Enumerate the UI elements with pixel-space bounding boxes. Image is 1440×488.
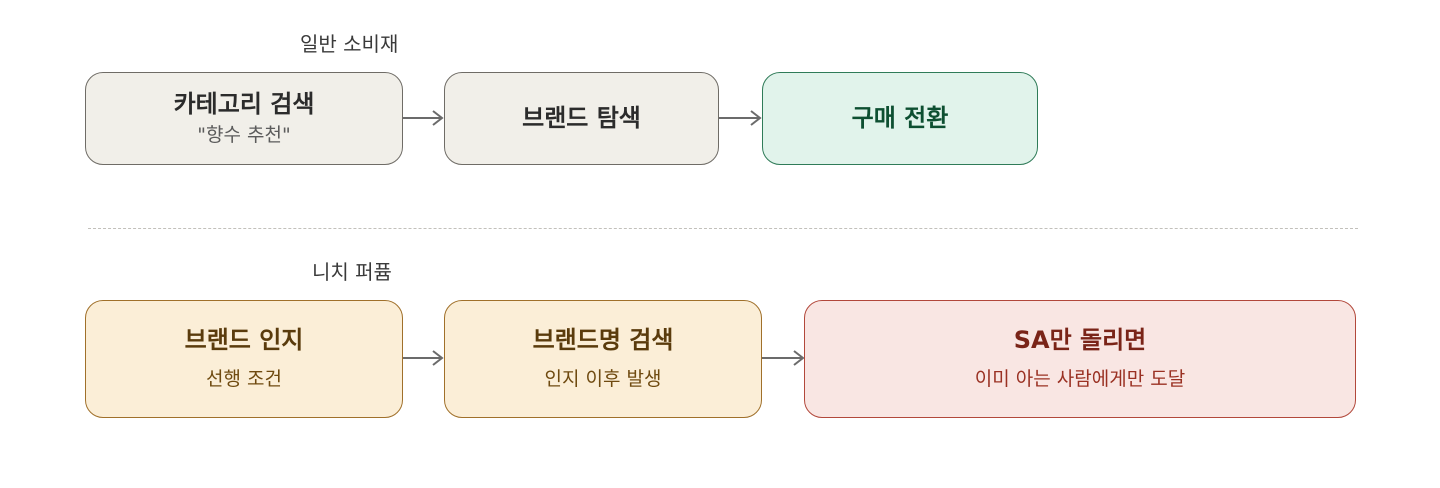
step-subtitle: "향수 추천" xyxy=(197,123,291,146)
step-brand-name-search: 브랜드명 검색 인지 이후 발생 xyxy=(444,300,762,418)
arrow-icon xyxy=(403,350,444,366)
step-sa-only: SA만 돌리면 이미 아는 사람에게만 도달 xyxy=(804,300,1356,418)
step-title: 브랜드 탐색 xyxy=(522,104,641,133)
arrow-icon xyxy=(762,350,805,366)
step-category-search: 카테고리 검색 "향수 추천" xyxy=(85,72,403,165)
arrow-icon xyxy=(403,110,444,126)
section-divider xyxy=(88,228,1358,229)
step-subtitle: 선행 조건 xyxy=(206,368,282,391)
niche-section-label: 니치 퍼퓸 xyxy=(312,260,392,284)
step-subtitle: 인지 이후 발생 xyxy=(544,368,662,391)
step-brand-awareness: 브랜드 인지 선행 조건 xyxy=(85,300,403,418)
step-title: 구매 전환 xyxy=(851,104,949,133)
step-title: 브랜드명 검색 xyxy=(532,326,674,355)
step-title: 카테고리 검색 xyxy=(173,89,315,118)
step-purchase-conversion: 구매 전환 xyxy=(762,72,1038,165)
arrow-icon xyxy=(719,110,762,126)
step-subtitle: 이미 아는 사람에게만 도달 xyxy=(974,368,1186,391)
step-title: 브랜드 인지 xyxy=(184,326,304,355)
step-title: SA만 돌리면 xyxy=(1013,326,1147,355)
step-brand-explore: 브랜드 탐색 xyxy=(444,72,719,165)
general-section-label: 일반 소비재 xyxy=(300,32,399,56)
